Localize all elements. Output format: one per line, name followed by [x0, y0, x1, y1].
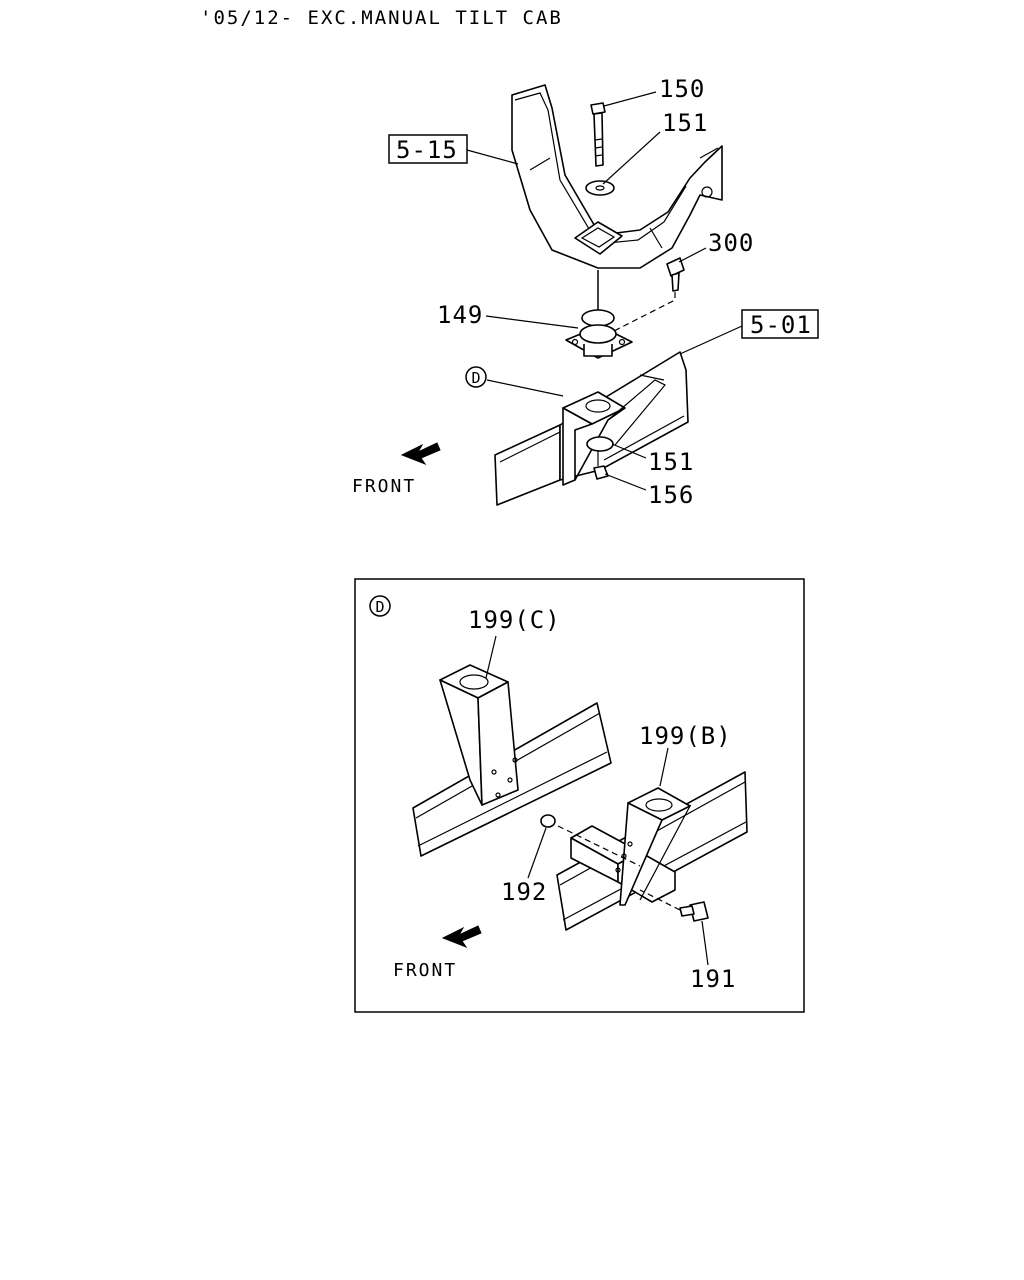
- callout-300: 300: [708, 229, 754, 257]
- detail-frame: [354, 578, 805, 1013]
- callout-192: 192: [501, 878, 547, 906]
- front-label: FRONT: [352, 476, 416, 497]
- bolt-300-drawing: [666, 257, 685, 292]
- callout-149: 149: [437, 301, 483, 329]
- detail-d-marker-label: D: [375, 598, 384, 616]
- callout-199c: 199(C): [468, 606, 561, 634]
- detail-marker-circle: [465, 366, 487, 388]
- diagram-header: '05/12- EXC.MANUAL TILT CAB: [200, 7, 563, 29]
- cab-bracket-drawing: [511, 84, 723, 269]
- callout-150: 150: [659, 75, 705, 103]
- ref-box-5-15: [388, 134, 468, 164]
- detail-d-marker-circle: [369, 595, 391, 617]
- bolt-150-drawing: [590, 102, 606, 167]
- callout-191: 191: [690, 965, 736, 993]
- detail-front-arrow-icon: [441, 925, 482, 949]
- nut-192-drawing: [540, 814, 556, 828]
- detail-front-label: FRONT: [393, 960, 457, 981]
- callout-151-top: 151: [662, 109, 708, 137]
- ref-label-5-01: 5-01: [750, 311, 812, 339]
- bolt-191-drawing: [639, 889, 709, 922]
- ref-label-5-15: 5-15: [396, 136, 458, 164]
- detail-marker-label: D: [471, 369, 480, 387]
- callout-156: 156: [648, 481, 694, 509]
- mount-rubber-149-drawing: [565, 270, 633, 359]
- ref-box-5-01: [741, 309, 819, 339]
- callout-151-bottom: 151: [648, 448, 694, 476]
- callout-199b: 199(B): [639, 722, 732, 750]
- nut-156-drawing: [593, 465, 609, 480]
- bracket-199c-drawing: [412, 664, 612, 857]
- washer-151-top-drawing: [585, 180, 615, 196]
- main-assembly-view: 150 151 300 149 151 156 5-15 5-01 D FRON…: [352, 75, 819, 509]
- detail-d-view: D: [354, 578, 805, 1013]
- washer-151-bottom-drawing: [586, 436, 614, 452]
- front-arrow-icon: [400, 442, 441, 466]
- bracket-199b-drawing: [556, 771, 748, 931]
